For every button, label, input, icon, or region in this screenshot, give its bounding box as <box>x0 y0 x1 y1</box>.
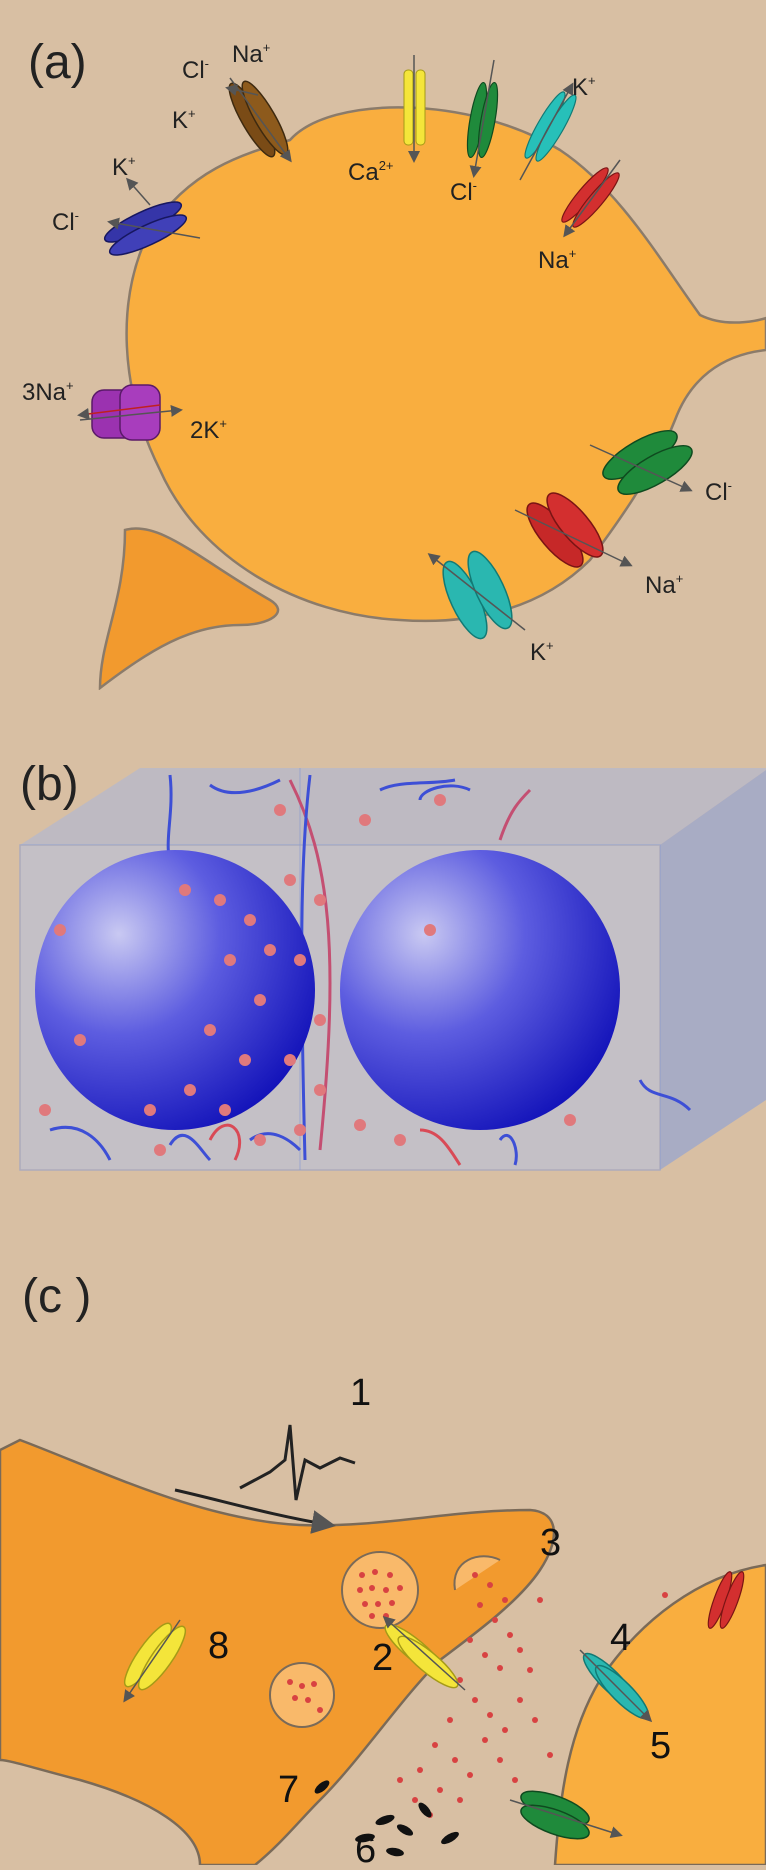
panel-b-label: (b) <box>20 758 79 811</box>
degradation-fragments <box>314 1780 459 1857</box>
channel-kcl-blue-left <box>103 177 201 256</box>
ion-ca: Ca <box>348 159 379 186</box>
step-label-2: 2 <box>372 1637 393 1679</box>
svg-text:Cl-: Cl- <box>182 56 209 84</box>
ion-na-right: Na <box>538 247 569 274</box>
ion-cl-top: Cl <box>182 57 205 84</box>
postsynaptic-channel-green <box>509 1790 623 1840</box>
ion-cl-mid: Cl <box>450 179 473 206</box>
sphere-left <box>35 850 315 1130</box>
channel-chloride-green-lower <box>589 430 693 495</box>
glial-process <box>98 527 280 691</box>
svg-text:Cl-: Cl- <box>705 478 732 506</box>
step-label-3: 3 <box>540 1522 561 1564</box>
channel-cotransporter-brown <box>225 77 292 163</box>
ion-na-top: Na <box>232 41 263 68</box>
neurotransmitter-cloud <box>397 1572 668 1818</box>
channel-chloride-green-top <box>466 59 499 178</box>
ion-k-top-left: K <box>172 107 188 134</box>
ion-k-top-right: K <box>572 74 588 101</box>
synaptic-vesicle-partial <box>269 1662 335 1728</box>
svg-text:Ca2+: Ca2+ <box>348 158 394 186</box>
svg-text:Cl-: Cl- <box>52 208 79 236</box>
svg-text:Cl-: Cl- <box>450 178 477 206</box>
calcium-channel-yellow <box>382 1615 466 1691</box>
step-label-6: 6 <box>355 1829 376 1865</box>
channel-potassium-teal-lower <box>427 550 526 640</box>
reuptake-transporter-yellow-left <box>123 1619 187 1703</box>
ion-k-left: K <box>112 154 128 181</box>
ion-cl-lower-right: Cl <box>705 479 728 506</box>
sphere-right <box>340 850 620 1130</box>
svg-text:K+: K+ <box>172 106 196 134</box>
svg-text:Na+: Na+ <box>645 571 683 599</box>
svg-text:K+: K+ <box>112 153 136 181</box>
hydrogel-cube-right <box>660 770 766 1170</box>
svg-text:Na+: Na+ <box>538 246 576 274</box>
action-potential-trace <box>174 1424 356 1534</box>
svg-text:3Na+: 3Na+ <box>22 378 74 406</box>
panel-b: (b) <box>0 690 766 1220</box>
svg-text:Na+: Na+ <box>232 40 270 68</box>
svg-text:2K+: 2K+ <box>190 416 227 444</box>
panel-c: (c ) <box>0 1220 766 1870</box>
ion-pump-right: 2K <box>190 417 219 444</box>
svg-text:K+: K+ <box>572 73 596 101</box>
ion-na-lower-right: Na <box>645 572 676 599</box>
synaptic-vesicle-full <box>341 1551 419 1629</box>
sodium-potassium-pump <box>77 384 183 441</box>
svg-text:K+: K+ <box>530 638 554 666</box>
channel-calcium-yellow <box>403 55 426 163</box>
ion-pump-left: 3Na <box>22 379 67 406</box>
presynaptic-terminal <box>0 1438 556 1867</box>
step-label-5: 5 <box>650 1725 671 1767</box>
channel-potassium-teal-top <box>519 82 577 181</box>
step-label-8: 8 <box>208 1625 229 1667</box>
panel-a: (a) Cl- Na+ K+ Ca2+ Cl- K+ Na+ K+ Cl- 3N… <box>0 0 766 691</box>
panel-a-label: (a) <box>28 36 87 89</box>
channel-sodium-red-lower <box>514 492 633 568</box>
hydrogel-cube-top <box>20 768 766 845</box>
charged-particles <box>39 794 576 1156</box>
step-label-4: 4 <box>610 1617 631 1659</box>
step-label-7: 7 <box>278 1769 299 1811</box>
panel-c-label: (c ) <box>22 1270 91 1323</box>
step-label-1: 1 <box>350 1372 371 1414</box>
ion-k-bottom: K <box>530 639 546 666</box>
channel-sodium-red-top <box>561 159 621 238</box>
ion-cl-left: Cl <box>52 209 75 236</box>
postsynaptic-receptor-teal <box>579 1649 653 1723</box>
postsynaptic-channel-red <box>707 1571 745 1629</box>
